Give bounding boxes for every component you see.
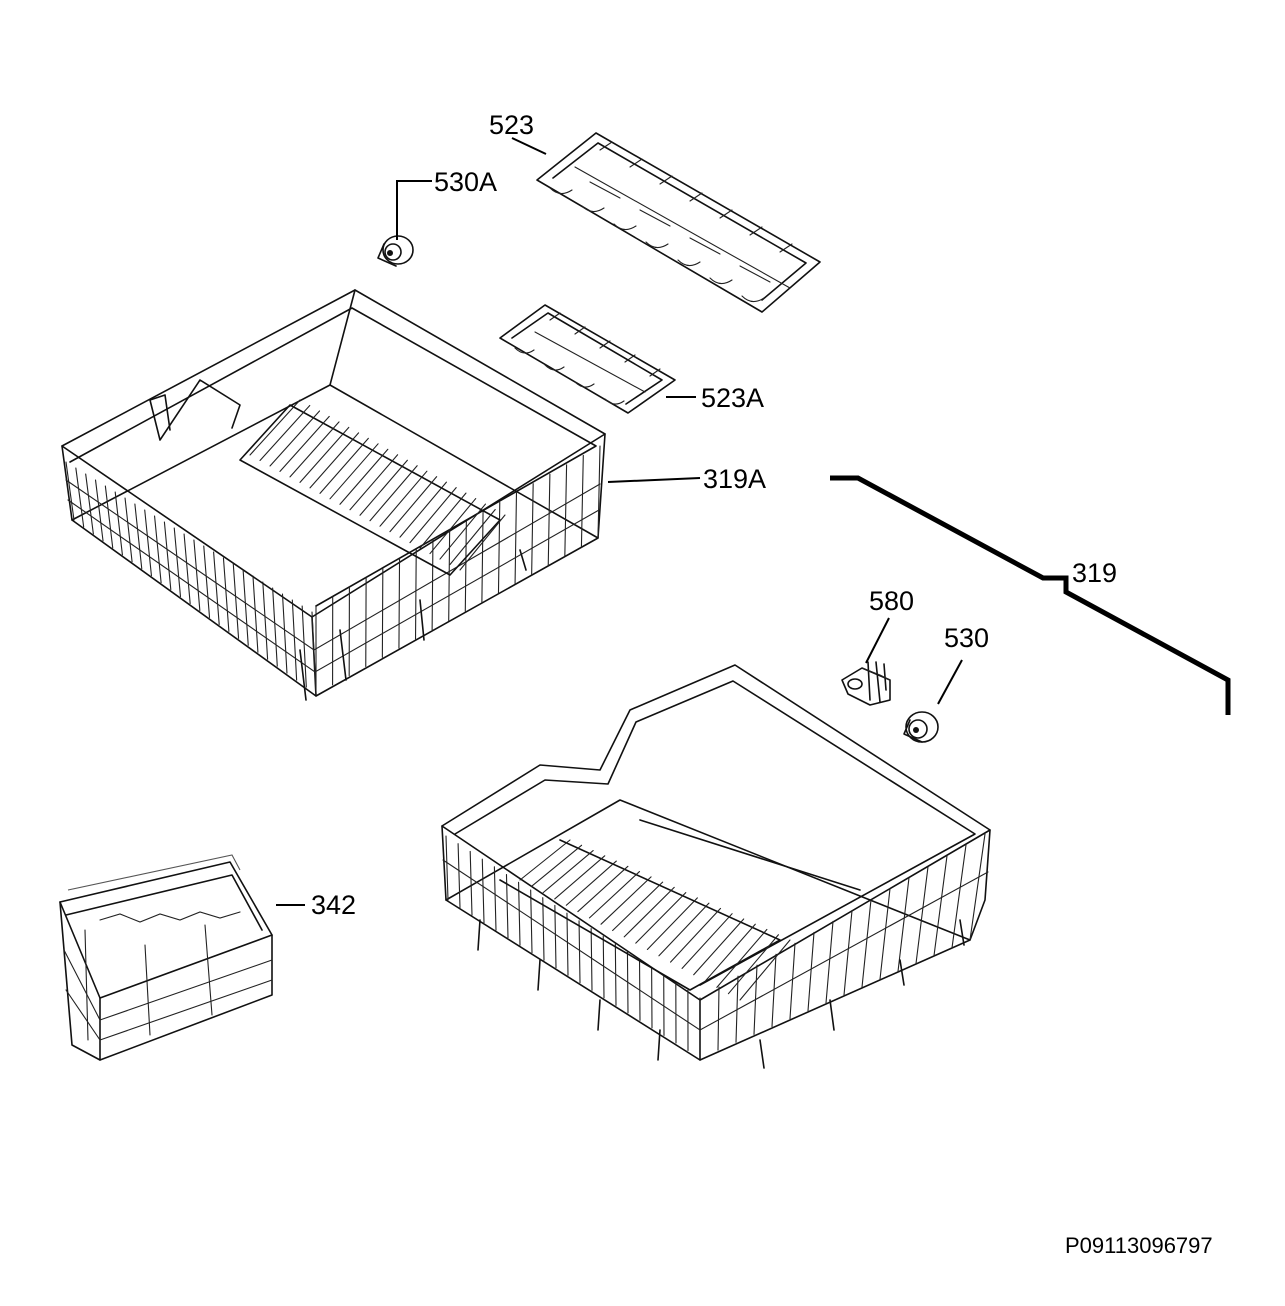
callout-530: 530: [944, 623, 989, 653]
callout-523A: 523A: [701, 383, 764, 413]
callout-530A: 530A: [434, 167, 497, 197]
part-523A-tine-insert: [499, 304, 676, 414]
callout-580: 580: [869, 586, 914, 616]
part-342-cutlery-basket: [59, 854, 273, 1061]
part-530-wheel: [903, 711, 939, 743]
part-319A-upper-basket: [61, 289, 606, 701]
part-530A-wheel: [377, 235, 414, 267]
callout-319A: 319A: [703, 464, 766, 494]
leader-lines: [276, 137, 963, 906]
callout-523: 523: [489, 110, 534, 140]
part-319-lower-basket: [441, 664, 991, 1069]
assembly-bracket-319: [830, 475, 1231, 715]
callout-319: 319: [1072, 558, 1117, 588]
callout-342: 342: [311, 890, 356, 920]
part-523-tine-rail: [536, 132, 821, 313]
document-number: P09113096797: [1065, 1233, 1213, 1258]
part-580-clip: [841, 661, 891, 706]
